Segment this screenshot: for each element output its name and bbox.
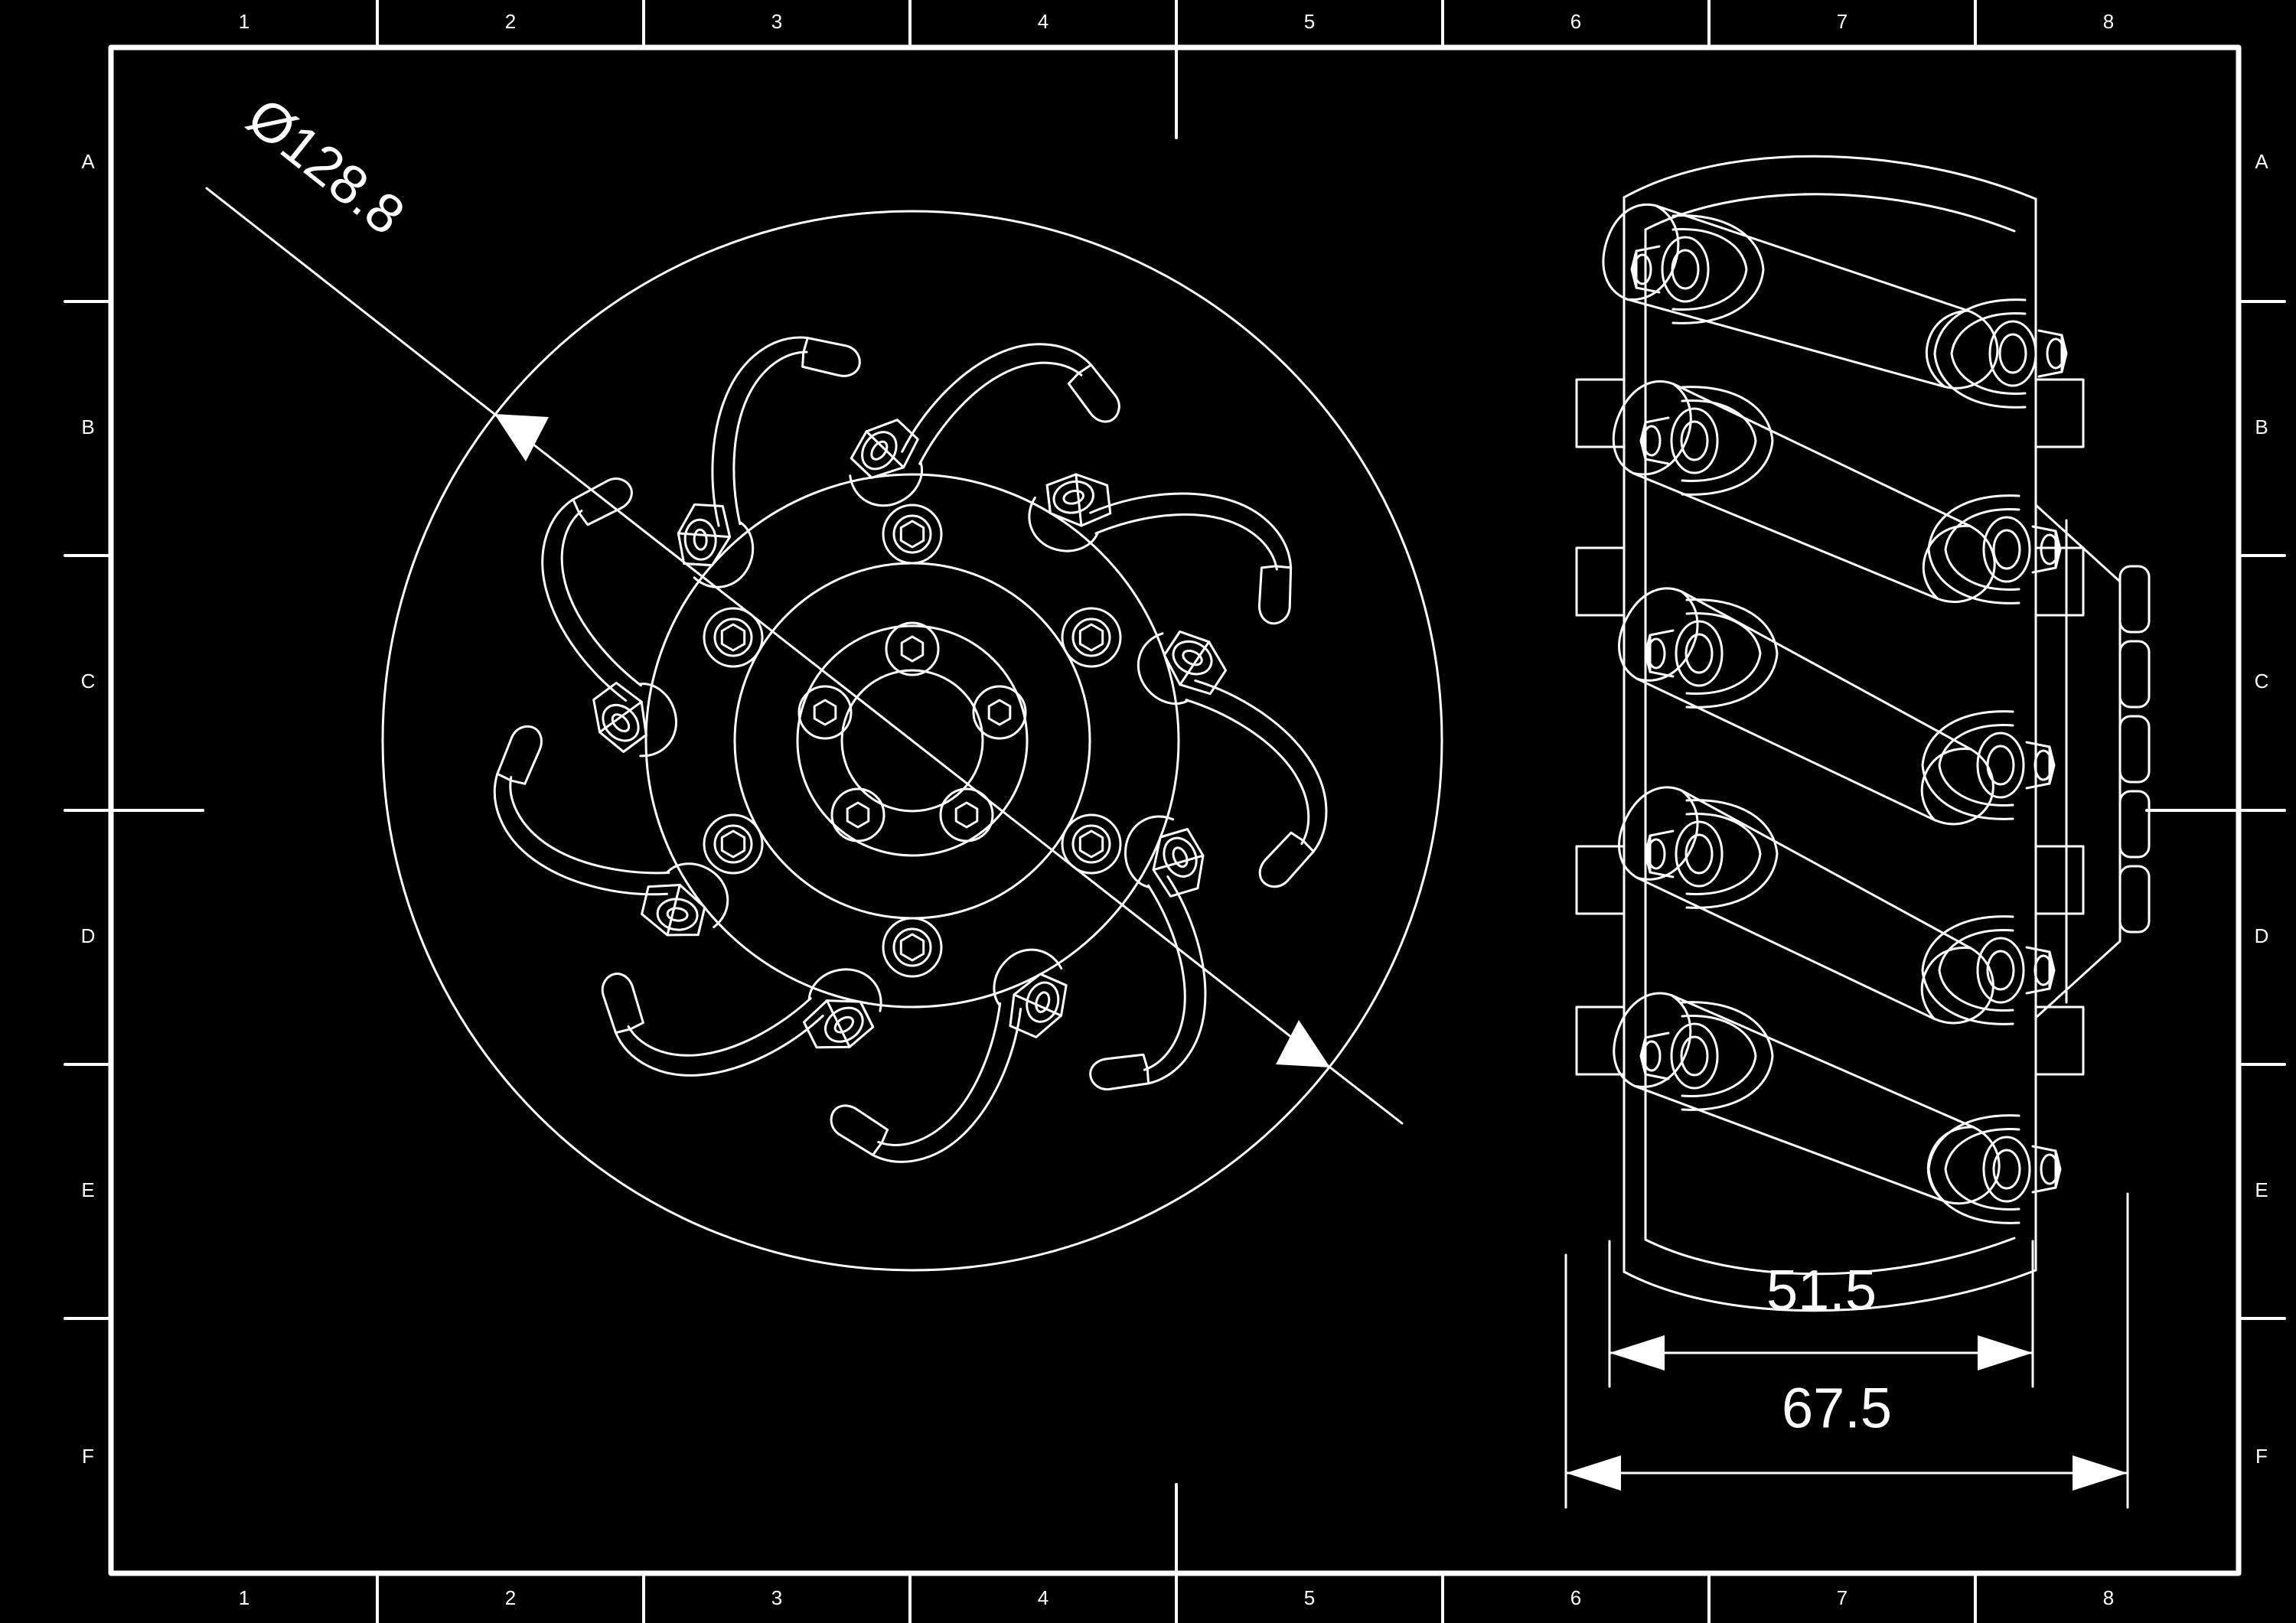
zone-top-3: 3 (771, 10, 782, 33)
side-roller (1603, 772, 2013, 1048)
dimension-arrowhead (494, 414, 549, 461)
roller-bracket (1639, 386, 1774, 496)
roller-bracket-group-right (1921, 298, 2068, 1224)
side-roller (1590, 194, 2012, 409)
zone-top-2: 2 (505, 10, 516, 33)
zone-right-b: B (2255, 416, 2268, 438)
hub-plate-outer-circle (644, 473, 1180, 1009)
overall-width-dimension: 67.5 (1564, 1192, 2129, 1509)
mounting-tab-right (2034, 378, 2085, 448)
frame-top-zone-ticks (376, 0, 1977, 49)
zone-right-e: E (2255, 1178, 2268, 1201)
zone-bottom-7: 7 (1837, 1586, 1848, 1609)
zone-right-a: A (2255, 150, 2268, 173)
zone-left-f: F (82, 1445, 94, 1468)
mounting-tab-left (1575, 845, 1626, 915)
roller-bracket (1639, 1001, 1774, 1111)
zone-top-8: 8 (2103, 10, 2114, 33)
mounting-tab-left (1575, 378, 1626, 448)
dimension-arrowhead (1276, 1020, 1330, 1067)
hub-flange-circle (796, 624, 1029, 857)
wheel-outer-circle (381, 210, 1443, 1272)
roller-bracket (1933, 298, 2068, 409)
zone-bottom-1: 1 (239, 1586, 249, 1609)
outer-diameter-dimension (205, 187, 1404, 1125)
frame-centre-marks (109, 46, 2240, 1575)
zone-bottom-6: 6 (1570, 1586, 1581, 1609)
zone-left-e: E (81, 1178, 94, 1201)
frame-bottom-zone-ticks (376, 1572, 1977, 1623)
mounting-tab-right (2034, 1005, 2085, 1076)
mounting-tab-right (2034, 845, 2085, 915)
zone-left-c: C (81, 670, 96, 693)
zone-left-d: D (81, 924, 96, 947)
hub-spline-group (2118, 565, 2151, 934)
overall-width-label: 67.5 (1782, 1377, 1892, 1440)
roller-bracket (1927, 494, 2062, 605)
zone-bottom-3: 3 (771, 1586, 782, 1609)
zone-top-4: 4 (1038, 10, 1049, 33)
zone-bottom-2: 2 (505, 1586, 516, 1609)
roller-bracket-group-left (1630, 214, 1779, 1111)
zone-top-5: 5 (1304, 10, 1315, 33)
zone-bottom-5: 5 (1304, 1586, 1315, 1609)
zone-bottom-4: 4 (1038, 1586, 1049, 1609)
zone-top-6: 6 (1570, 10, 1581, 33)
roller-bracket (1927, 1114, 2062, 1224)
zone-left-a: A (81, 150, 95, 173)
roller-width-label: 51.5 (1766, 1259, 1877, 1322)
roller-width-dimension: 51.5 (1608, 1240, 2034, 1388)
zone-right-c: C (2255, 670, 2269, 693)
zone-top-7: 7 (1837, 10, 1848, 33)
mounting-tab-left (1575, 546, 1626, 617)
zone-right-f: F (2255, 1445, 2268, 1468)
zone-bottom-8: 8 (2103, 1586, 2114, 1609)
hub-bore-circle (840, 669, 984, 813)
side-body-outline (1623, 155, 2122, 1312)
zone-right-d: D (2255, 924, 2269, 947)
zone-left-b: B (81, 416, 94, 438)
zone-top-1: 1 (239, 10, 249, 33)
frame-left-zone-ticks (64, 300, 113, 1320)
frame-right-zone-ticks (2237, 300, 2286, 1320)
